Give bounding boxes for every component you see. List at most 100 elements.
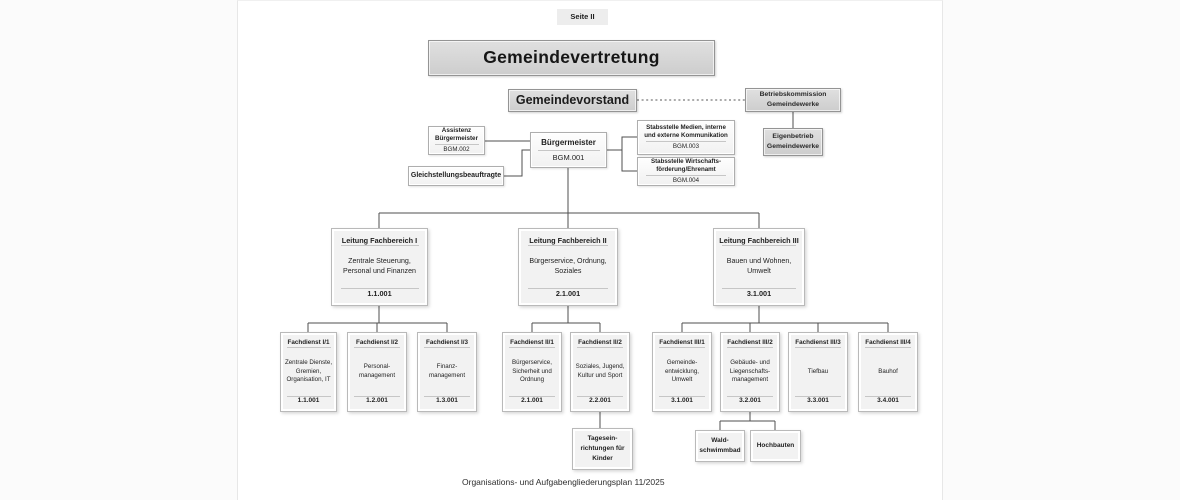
org-node-assistenz-buergermeister: Assistenz Bürgermeister BGM.002 [428, 126, 485, 155]
org-node-stabsstelle-medien: Stabsstelle Medien, interne und externe … [637, 120, 735, 155]
divider [424, 346, 470, 348]
divider [509, 346, 555, 348]
node-title: Fachdienst III/2 [727, 339, 773, 346]
divider [424, 395, 470, 397]
node-title: Tagesein-richtungen für Kinder [580, 435, 625, 462]
node-title: Fachdienst III/4 [865, 339, 911, 346]
node-title: Bürgermeister [541, 137, 596, 147]
node-subtitle: Finanz-management [428, 363, 466, 379]
divider [865, 346, 911, 348]
divider [509, 395, 555, 397]
org-node-fachdienst-ii1: Fachdienst II/1 Bürgerservice, Sicherhei… [502, 332, 562, 412]
org-node-eigenbetrieb: Eigenbetrieb Gemeindewerke [763, 128, 823, 156]
node-title: Betriebskommission Gemeindewerke [759, 91, 827, 108]
node-code: BGM.003 [672, 143, 700, 151]
node-code: 1.1.001 [297, 396, 320, 404]
org-node-fachbereich-3: Leitung Fachbereich III Bauen und Wohnen… [713, 228, 805, 306]
node-title: Leitung Fachbereich III [719, 236, 799, 245]
node-code: 1.2.001 [366, 396, 388, 404]
node-code: BGM.002 [443, 145, 470, 153]
divider [722, 287, 796, 289]
divider [659, 395, 705, 397]
org-node-betriebskommission: Betriebskommission Gemeindewerke [745, 88, 841, 112]
node-subtitle: Bauen und Wohnen, Umwelt [726, 257, 792, 275]
node-subtitle: Bauhof [878, 367, 898, 375]
node-code: BGM.001 [552, 152, 585, 162]
node-title: Fachdienst II/2 [578, 339, 622, 346]
divider [528, 287, 608, 289]
divider [722, 245, 796, 247]
node-title: Hochbauten [756, 442, 795, 450]
node-title: Fachdienst III/3 [795, 339, 841, 346]
org-node-buergermeister: Bürgermeister BGM.001 [530, 132, 607, 168]
divider [795, 346, 841, 348]
node-subtitle: Bürgerservice, Ordnung, Soziales [529, 257, 607, 275]
node-subtitle: Tiefbau [807, 367, 829, 375]
node-code: 1.3.001 [436, 396, 458, 404]
org-node-fachdienst-ii2: Fachdienst II/2 Soziales, Jugend, Kultur… [570, 332, 630, 412]
node-code: 2.1.001 [555, 288, 581, 298]
org-node-hochbauten: Hochbauten [750, 430, 801, 462]
divider [795, 395, 841, 397]
divider [577, 395, 623, 397]
divider [646, 141, 726, 143]
node-code: 3.1.001 [671, 396, 693, 404]
divider [659, 346, 705, 348]
divider [286, 346, 331, 348]
node-title: Gemeindevertretung [483, 47, 660, 68]
node-subtitle: Soziales, Jugend, Kultur und Sport [575, 363, 625, 379]
node-subtitle: Gemeinde-entwicklung, Umwelt [664, 358, 700, 384]
org-node-fachdienst-i1: Fachdienst I/1 Zentrale Dienste, Gremien… [280, 332, 337, 412]
divider [340, 245, 419, 247]
node-code: 3.1.001 [746, 288, 772, 298]
node-code: 1.1.001 [367, 288, 392, 298]
node-subtitle: Gebäude- und Liegenschafts-management [729, 358, 771, 384]
divider [434, 143, 479, 145]
org-node-gemeindevertretung: Gemeindevertretung [428, 40, 715, 76]
divider [577, 346, 623, 348]
divider [340, 287, 419, 289]
node-code: 3.4.001 [877, 396, 899, 404]
org-node-fachdienst-iii3: Fachdienst III/3 Tiefbau 3.3.001 [788, 332, 848, 412]
node-title: Wald-schwimmbad [699, 437, 741, 454]
divider [727, 346, 773, 348]
divider [865, 395, 911, 397]
divider [286, 395, 331, 397]
node-title: Leitung Fachbereich I [341, 236, 418, 245]
node-code: 3.2.001 [739, 396, 761, 404]
org-node-fachbereich-2: Leitung Fachbereich II Bürgerservice, Or… [518, 228, 618, 306]
org-node-gleichstellungsbeauftragte: Gleichstellungsbeauftragte [408, 166, 504, 186]
node-subtitle: Bürgerservice, Sicherheit und Ordnung [512, 358, 552, 384]
org-node-fachdienst-i3: Fachdienst I/3 Finanz-management 1.3.001 [417, 332, 477, 412]
node-title: Leitung Fachbereich II [529, 236, 607, 245]
node-title: Fachdienst III/1 [659, 339, 705, 346]
node-code: 2.1.001 [521, 396, 543, 404]
node-code: BGM.004 [672, 177, 700, 185]
page-label: Seite II [557, 9, 608, 25]
divider [354, 346, 400, 348]
node-code: 2.2.001 [589, 396, 611, 404]
node-subtitle: Zentrale Dienste, Gremien, Organisation,… [284, 358, 333, 384]
node-title: Fachdienst II/1 [510, 339, 554, 346]
divider [646, 175, 726, 177]
divider [537, 149, 600, 151]
org-node-stabsstelle-wirtschaft: Stabsstelle Wirtschafts-förderung/Ehrena… [637, 157, 735, 186]
footer-caption: Organisations- und Aufgabengliederungspl… [462, 477, 665, 487]
node-title: Fachdienst I/3 [426, 339, 468, 346]
node-title: Stabsstelle Medien, interne und externe … [644, 124, 728, 140]
node-title: Fachdienst I/2 [356, 339, 398, 346]
node-title: Assistenz Bürgermeister [434, 127, 479, 142]
node-title: Fachdienst I/1 [287, 339, 330, 346]
org-node-gemeindevorstand: Gemeindevorstand [508, 89, 637, 112]
node-title: Eigenbetrieb Gemeindewerke [766, 133, 820, 150]
node-title: Gemeindevorstand [515, 92, 630, 107]
org-node-tageseinrichtungen: Tagesein-richtungen für Kinder [572, 428, 633, 470]
org-node-fachdienst-iii4: Fachdienst III/4 Bauhof 3.4.001 [858, 332, 918, 412]
org-node-fachdienst-iii1: Fachdienst III/1 Gemeinde-entwicklung, U… [652, 332, 712, 412]
org-node-fachdienst-i2: Fachdienst I/2 Personal-management 1.2.0… [347, 332, 407, 412]
org-node-waldschwimmbad: Wald-schwimmbad [695, 430, 745, 462]
page-label-text: Seite II [570, 12, 595, 22]
divider [727, 395, 773, 397]
divider [354, 395, 400, 397]
node-code: 3.3.001 [807, 396, 829, 404]
